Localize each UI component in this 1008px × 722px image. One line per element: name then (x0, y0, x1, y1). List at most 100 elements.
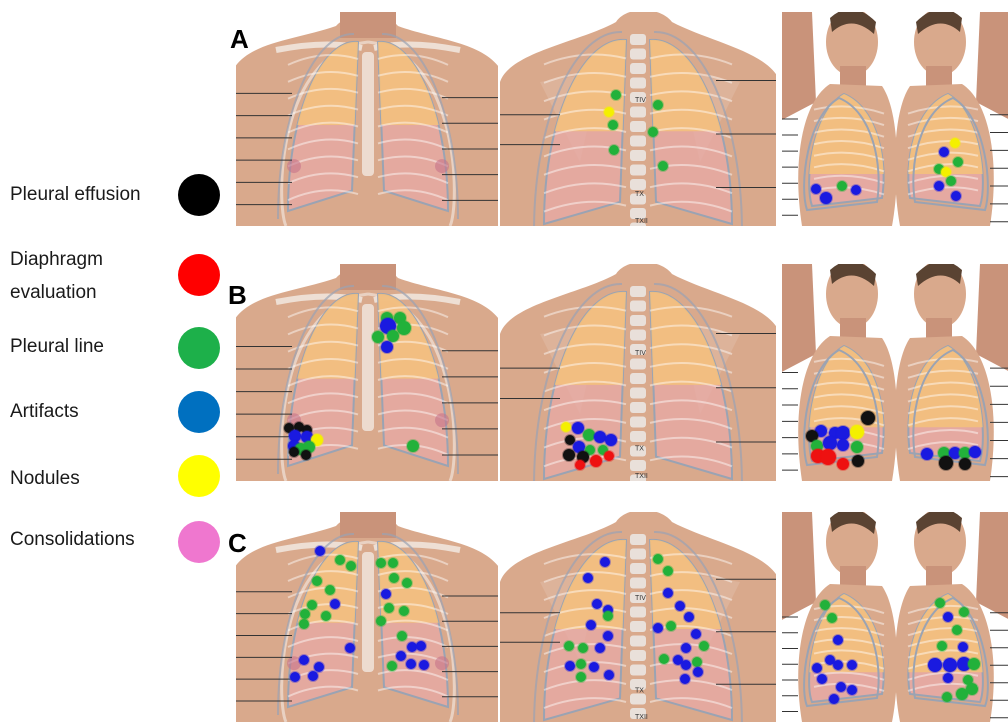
finding-marker (387, 661, 397, 671)
back-vertebra (630, 534, 646, 545)
finding-marker (969, 446, 981, 458)
legend-dot-nodules (178, 455, 220, 497)
finding-marker (951, 191, 961, 201)
back-vertebra (630, 460, 646, 471)
finding-marker (852, 455, 864, 467)
row-label-b: B (228, 280, 247, 311)
finding-marker (833, 660, 843, 670)
finding-marker (301, 450, 311, 460)
back-vertebra (630, 388, 646, 399)
front-sternum (362, 552, 374, 672)
finding-marker (604, 670, 614, 680)
finding-marker (376, 616, 386, 626)
finding-marker (811, 184, 821, 194)
back-vertebra (630, 694, 646, 705)
finding-marker (572, 422, 584, 434)
legend-label-pleural-effusion: Pleural effusion (10, 178, 175, 211)
back-vertebra (630, 665, 646, 676)
finding-marker (850, 425, 864, 439)
back-vertebra (630, 107, 646, 118)
back-vertebra (630, 78, 646, 89)
vertebra-label-txii: TXII (635, 714, 648, 721)
finding-marker (833, 635, 843, 645)
finding-marker (943, 658, 957, 672)
finding-marker (861, 411, 875, 425)
vertebra-label-tx: TX (635, 688, 644, 695)
finding-marker (335, 555, 345, 565)
finding-marker (851, 185, 861, 195)
finding-marker (921, 448, 933, 460)
finding-marker (959, 458, 971, 470)
row-label-c: C (228, 528, 247, 559)
front-view-panel-2 (232, 508, 502, 722)
finding-marker (312, 576, 322, 586)
finding-marker (680, 674, 690, 684)
finding-marker (693, 667, 703, 677)
finding-marker (300, 609, 310, 619)
finding-marker (314, 662, 324, 672)
vertebra-label-tiv: TIV (635, 595, 646, 602)
finding-marker (388, 558, 398, 568)
finding-marker (299, 655, 309, 665)
finding-marker (823, 436, 837, 450)
finding-marker (603, 611, 613, 621)
finding-marker (820, 449, 836, 465)
back-vertebra (630, 636, 646, 647)
finding-marker (399, 606, 409, 616)
finding-marker (325, 585, 335, 595)
finding-marker (934, 181, 944, 191)
back-vertebra (630, 607, 646, 618)
finding-marker (290, 672, 300, 682)
back-vertebra (630, 63, 646, 74)
finding-marker (576, 672, 586, 682)
finding-marker (851, 441, 863, 453)
finding-marker (381, 341, 393, 353)
finding-marker (381, 589, 391, 599)
back-vertebra (630, 650, 646, 661)
front-view-panel-1 (232, 260, 502, 481)
back-vertebra (630, 621, 646, 632)
back-vertebra (630, 563, 646, 574)
back-vertebra (630, 359, 646, 370)
finding-marker (681, 643, 691, 653)
vertebra-label-tx: TX (635, 191, 644, 198)
finding-marker (942, 692, 952, 702)
finding-marker (603, 631, 613, 641)
finding-marker (684, 612, 694, 622)
legend-dot-artifacts (178, 391, 220, 433)
finding-marker (847, 660, 857, 670)
finding-marker (586, 620, 596, 630)
finding-marker (817, 674, 827, 684)
legend-label-pleural-line: Pleural line (10, 330, 175, 363)
legend-dot-consolidations (178, 521, 220, 563)
finding-marker (812, 663, 822, 673)
finding-marker (836, 682, 846, 692)
finding-marker (346, 561, 356, 571)
finding-marker (935, 598, 945, 608)
finding-marker (561, 422, 571, 432)
back-vertebra (630, 121, 646, 132)
finding-marker (604, 107, 614, 117)
finding-marker (950, 138, 960, 148)
finding-marker (397, 321, 411, 335)
finding-marker (592, 599, 602, 609)
back-vertebra (630, 402, 646, 413)
finding-marker (837, 458, 849, 470)
finding-marker (653, 100, 663, 110)
finding-marker (372, 331, 384, 343)
finding-marker (315, 546, 325, 556)
finding-marker (583, 429, 595, 441)
finding-marker (578, 643, 588, 653)
finding-marker (396, 651, 406, 661)
front-view-panel-0 (232, 8, 502, 226)
finding-marker (416, 641, 426, 651)
back-vertebra (630, 330, 646, 341)
back-vertebra (630, 286, 646, 297)
finding-marker (663, 588, 673, 598)
finding-marker (939, 147, 949, 157)
finding-marker (345, 643, 355, 653)
finding-marker (653, 623, 663, 633)
finding-marker (966, 683, 978, 695)
finding-marker (402, 578, 412, 588)
finding-marker (406, 659, 416, 669)
